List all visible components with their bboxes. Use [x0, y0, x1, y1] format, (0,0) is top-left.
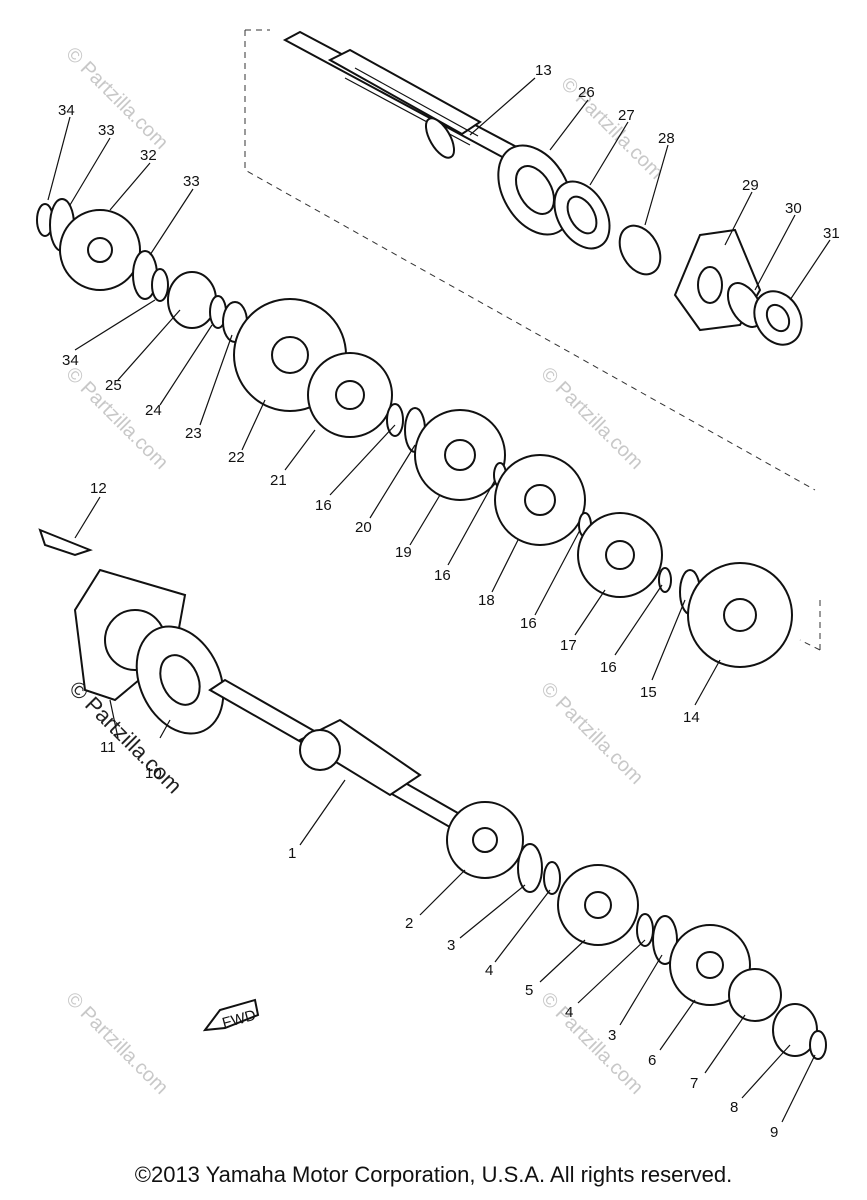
label-23: 23	[185, 425, 202, 442]
label-6: 6	[648, 1052, 656, 1069]
label-18: 18	[478, 592, 495, 609]
label-8: 8	[730, 1099, 738, 1116]
watermark: © Partzilla.com	[61, 43, 172, 154]
fwd-arrow-icon: FWD	[202, 998, 260, 1032]
label-13: 13	[535, 62, 552, 79]
label-31: 31	[823, 225, 840, 242]
label-17: 17	[560, 637, 577, 654]
label-25: 25	[105, 377, 122, 394]
label-3-a: 3	[447, 937, 455, 954]
label-16-d: 16	[600, 659, 617, 676]
label-7: 7	[690, 1075, 698, 1092]
dashed-guides	[244, 29, 821, 651]
leader-lines	[47, 77, 831, 1123]
watermark: © Partzilla.com	[556, 73, 667, 184]
label-15: 15	[640, 684, 657, 701]
label-16-a: 16	[315, 497, 332, 514]
label-10: 10	[145, 765, 162, 782]
label-34-mid: 34	[62, 352, 79, 369]
label-5: 5	[525, 982, 533, 999]
label-19: 19	[395, 544, 412, 561]
label-3-b: 3	[608, 1027, 616, 1044]
label-1: 1	[288, 845, 296, 862]
label-29: 29	[742, 177, 759, 194]
lower-shaft-assembly	[38, 528, 827, 1060]
watermark: © Partzilla.com	[536, 988, 647, 1099]
label-33-top: 33	[98, 122, 115, 139]
copyright-notice: ©2013 Yamaha Motor Corporation, U.S.A. A…	[134, 1162, 733, 1187]
label-4-b: 4	[565, 1004, 573, 1021]
label-24: 24	[145, 402, 162, 419]
label-14: 14	[683, 709, 700, 726]
part-number-labels: 13 26 27 28 29 30 31 34 33 32 33 34 25 2…	[58, 62, 840, 1141]
label-32: 32	[140, 147, 157, 164]
label-12: 12	[90, 480, 107, 497]
middle-gear-row	[36, 198, 793, 668]
label-27: 27	[618, 107, 635, 124]
label-28: 28	[658, 130, 675, 147]
watermark: © Partzilla.com	[61, 988, 172, 1099]
label-9: 9	[770, 1124, 778, 1141]
label-16-b: 16	[434, 567, 451, 584]
label-20: 20	[355, 519, 372, 536]
label-30: 30	[785, 200, 802, 217]
label-22: 22	[228, 449, 245, 466]
label-16-c: 16	[520, 615, 537, 632]
watermark: © Partzilla.com	[536, 678, 647, 789]
drive-axle-shaft	[282, 30, 562, 182]
label-21: 21	[270, 472, 287, 489]
label-2: 2	[405, 915, 413, 932]
label-26: 26	[578, 84, 595, 101]
upper-right-parts	[497, 144, 803, 346]
label-34-top: 34	[58, 102, 75, 119]
label-33-mid: 33	[183, 173, 200, 190]
label-4-a: 4	[485, 962, 493, 979]
label-11: 11	[100, 739, 116, 756]
